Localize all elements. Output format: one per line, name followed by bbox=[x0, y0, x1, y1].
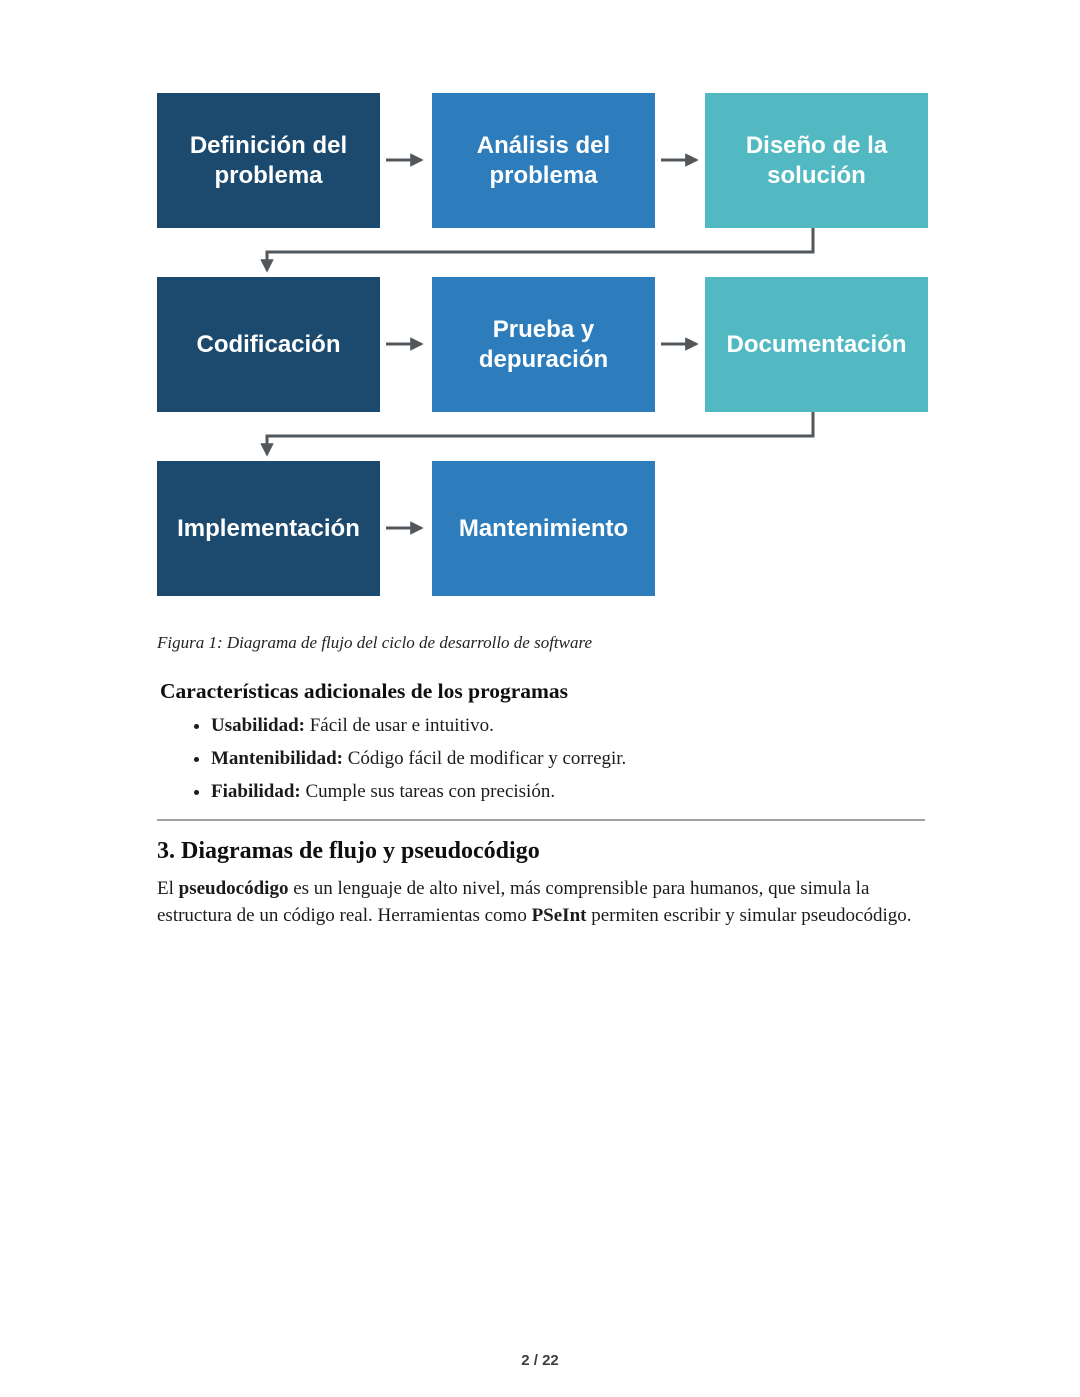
chapter-heading-diagramas: 3. Diagramas de flujo y pseudocódigo bbox=[157, 838, 540, 864]
list-item: Usabilidad: Fácil de usar e intuitivo. bbox=[211, 713, 927, 738]
row1-to-row2-connector-arrow bbox=[260, 228, 815, 273]
paragraph-text: permiten escribir y simular pseudocódigo… bbox=[586, 905, 912, 926]
bullet-term: Usabilidad: bbox=[211, 715, 305, 736]
bold-term-pseudocodigo: pseudocódigo bbox=[178, 878, 289, 899]
flow-box-definicion-del-problema: Definición del problema bbox=[157, 93, 380, 228]
flow-box-mantenimiento: Mantenimiento bbox=[432, 461, 655, 596]
list-item: Mantenibilidad: Código fácil de modifica… bbox=[211, 746, 927, 771]
paragraph-text: El bbox=[157, 878, 179, 899]
bullet-text: Cumple sus tareas con precisión. bbox=[300, 781, 556, 802]
flow-box-implementacion: Implementación bbox=[157, 461, 380, 596]
flow-box-diseno-de-la-solucion: Diseño de la solución bbox=[705, 93, 928, 228]
flow-box-documentacion: Documentación bbox=[705, 277, 928, 412]
features-bullet-list: Usabilidad: Fácil de usar e intuitivo. M… bbox=[157, 713, 927, 804]
flow-box-prueba-y-depuracion: Prueba y depuración bbox=[432, 277, 655, 412]
section-divider bbox=[157, 819, 925, 821]
row2-to-row3-connector-arrow bbox=[260, 412, 815, 457]
flow-box-codificacion: Codificación bbox=[157, 277, 380, 412]
bullet-text: Fácil de usar e intuitivo. bbox=[304, 715, 494, 736]
bullet-term: Fiabilidad: bbox=[211, 781, 301, 802]
page-number: 2 / 22 bbox=[521, 1352, 559, 1369]
section-heading-caracteristicas: Características adicionales de los progr… bbox=[160, 679, 569, 703]
text-column: Figura 1: Diagrama de flujo del ciclo de… bbox=[157, 633, 927, 929]
body-paragraph: El pseudocódigo es un lenguaje de alto n… bbox=[157, 875, 927, 929]
bullet-term: Mantenibilidad: bbox=[211, 748, 343, 769]
flow-box-analisis-del-problema: Análisis del problema bbox=[432, 93, 655, 228]
bullet-text: Código fácil de modificar y corregir. bbox=[342, 748, 627, 769]
figure-caption: Figura 1: Diagrama de flujo del ciclo de… bbox=[157, 633, 593, 652]
list-item: Fiabilidad: Cumple sus tareas con precis… bbox=[211, 779, 927, 804]
bold-term-pseint: PSeInt bbox=[531, 905, 587, 926]
paragraph-text: es un lenguaje de alto nivel, más compre… bbox=[157, 878, 870, 926]
